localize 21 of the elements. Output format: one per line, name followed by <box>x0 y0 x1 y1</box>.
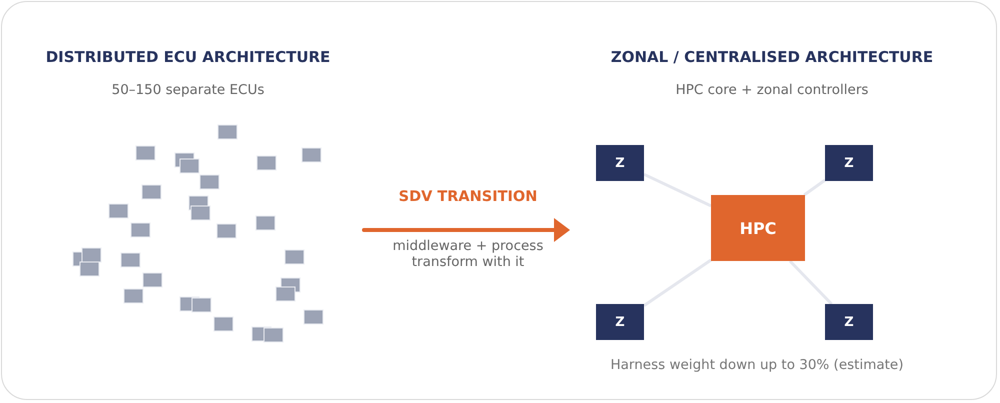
zone-controller-box <box>596 145 644 181</box>
connector-line <box>643 172 712 208</box>
zone-controller-box <box>825 304 873 340</box>
section-heading: ZONAL / CENTRALISED ARCHITECTURE <box>610 48 934 66</box>
node-label: Z <box>615 156 625 170</box>
node-label: Z <box>615 314 625 330</box>
node-label: HPC <box>740 218 776 238</box>
node-label: Z <box>844 314 854 330</box>
section-heading: DISTRIBUTED ECU ARCHITECTURE <box>46 48 330 66</box>
section-subtitle: 50–150 separate ECUs <box>112 82 264 98</box>
arrow-label: SDV TRANSITION <box>398 189 538 205</box>
connector-line <box>788 260 833 306</box>
node-label: Z <box>844 156 854 170</box>
connector-line <box>643 258 712 307</box>
connector-line <box>803 178 826 196</box>
zone-controller-box <box>596 304 644 340</box>
footnote: Harness weight down up to 30% (estimate) <box>610 357 904 373</box>
arrow-caption: middleware + process transform with it <box>392 239 544 270</box>
zone-controller-box <box>825 145 873 181</box>
section-subtitle: HPC core + zonal controllers <box>676 82 868 98</box>
hpc-box <box>711 195 805 261</box>
